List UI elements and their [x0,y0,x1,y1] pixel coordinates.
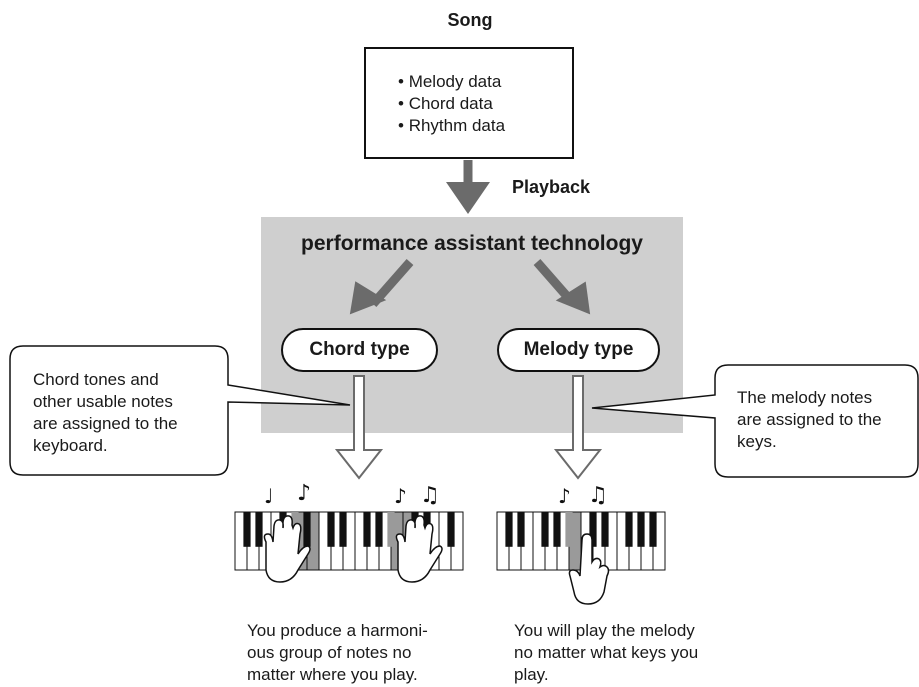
song-item-chord: Chord data [398,93,505,115]
note-4-icon: ♫ [420,483,440,508]
left-callout-line: are assigned to the [33,414,178,433]
black-key [589,512,597,547]
black-key [327,512,335,547]
music-notes-icon: ♩ ♪ ♪ ♫ ♪ ♫ [264,481,608,508]
black-key [565,512,573,547]
black-key [601,512,609,547]
black-key [375,512,383,547]
song-item-rhythm: Rhythm data [398,115,505,137]
note-1-icon: ♩ [264,484,273,508]
right-hand-icon [395,515,443,583]
note-6-icon: ♫ [588,483,608,508]
black-key [517,512,525,547]
chord-arrow-icon [349,259,414,315]
note-5-icon: ♪ [558,484,571,508]
right-callout-line: are assigned to the [737,410,882,429]
left-callout-line: other usable notes [33,392,173,411]
left-callout-line: Chord tones and [33,370,159,389]
black-key [363,512,371,547]
black-key [637,512,645,547]
left-callout-line: keyboard. [33,436,108,455]
melody-type-label: Melody type [523,339,634,360]
right-callout-bubble [591,364,919,478]
song-box: Melody data Chord data Rhythm data [364,47,574,159]
black-key [303,512,311,547]
left-caption-line: matter where you play. [247,665,418,684]
left-caption-line: ous group of notes no [247,643,412,662]
black-key [243,512,251,547]
black-key [649,512,657,547]
left-caption-line: You produce a harmoni- [247,621,428,640]
technology-title: performance assistant technology [301,232,643,255]
chord-type-label: Chord type [309,339,410,360]
melody-type-pill: Melody type [497,328,660,372]
black-key [387,512,395,547]
right-callout-text: The melody notes are assigned to the key… [737,387,912,453]
black-key [339,512,347,547]
melody-hollow-arrow-icon [553,375,603,480]
right-caption-line: no matter what keys you [514,643,699,662]
right-callout-line: The melody notes [737,388,873,407]
black-key [553,512,561,547]
black-key [541,512,549,547]
right-keyboard-icon [496,511,666,571]
playback-label: Playback [512,177,591,197]
chord-hollow-arrow-icon [334,375,384,480]
song-item-melody: Melody data [398,71,505,93]
technology-panel [261,217,683,433]
right-caption: You will play the melody no matter what … [514,620,754,686]
right-callout-line: keys. [737,432,777,451]
left-caption: You produce a harmoni- ous group of note… [247,620,487,686]
note-2-icon: ♪ [297,481,311,506]
left-callout-bubble [9,345,351,476]
right-caption-line: You will play the melody [514,621,695,640]
pointing-hand-icon [568,533,610,605]
black-key [505,512,513,547]
black-key [447,512,455,547]
song-data-list: Melody data Chord data Rhythm data [398,71,505,137]
melody-arrow-icon [533,259,591,315]
song-title: Song [447,10,493,30]
right-caption-line: play. [514,665,549,684]
black-key [255,512,263,547]
playback-arrow-icon [446,160,490,214]
black-key [625,512,633,547]
chord-type-pill: Chord type [281,328,438,372]
left-hand-icon [263,515,311,583]
note-3-icon: ♪ [394,484,407,508]
left-callout-text: Chord tones and other usable notes are a… [33,369,213,457]
